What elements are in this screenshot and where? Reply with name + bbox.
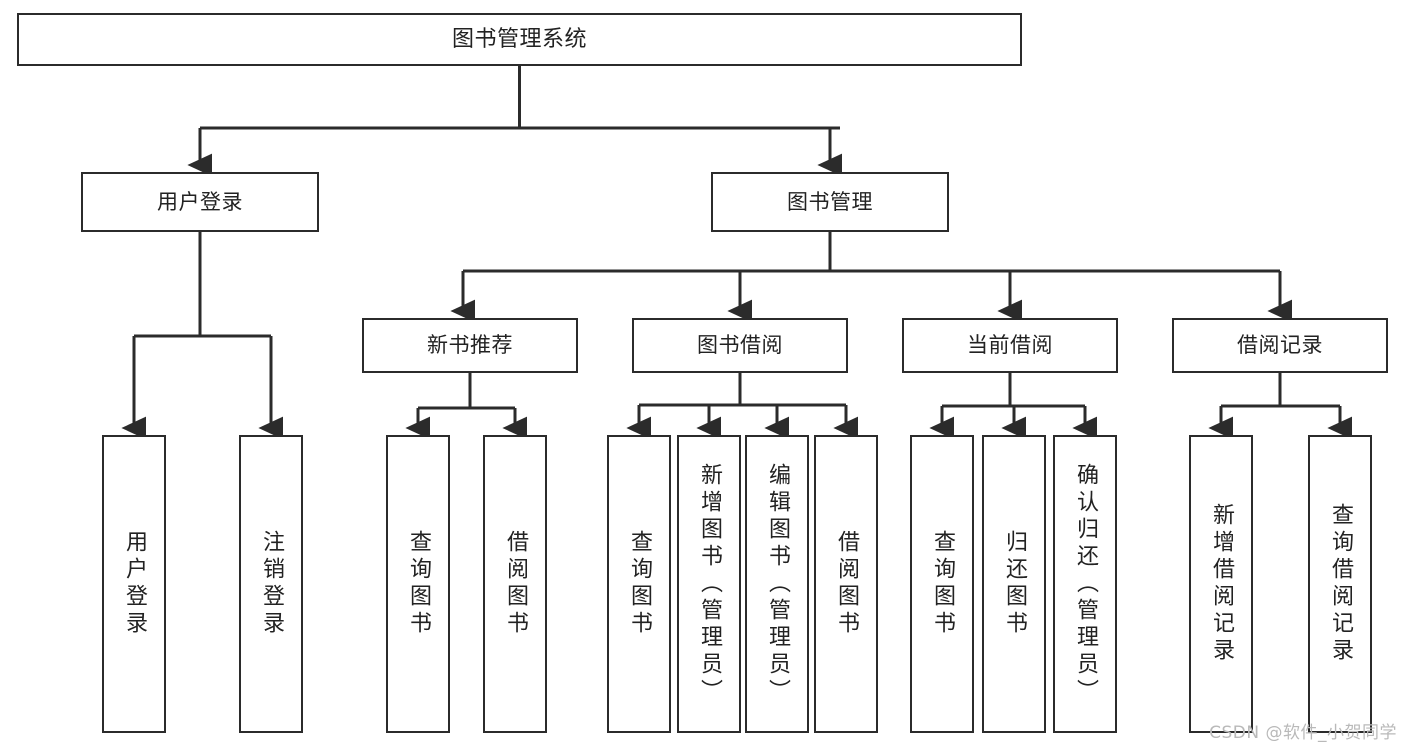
node-book-borrow[interactable]: 图书借阅 <box>632 318 848 373</box>
node-book-borrow-label: 图书借阅 <box>697 333 783 358</box>
node-leaf-query-book-3-label: 查询图书 <box>930 530 955 638</box>
node-leaf-query-record[interactable]: 查询借阅记录 <box>1308 435 1372 733</box>
node-leaf-add-book-label: 新增图书（管理员） <box>697 462 722 706</box>
node-leaf-borrow-book-1-label: 借阅图书 <box>503 530 528 638</box>
watermark-text: CSDN @软件_小贺同学 <box>1209 723 1397 743</box>
node-leaf-query-book-1[interactable]: 查询图书 <box>386 435 450 733</box>
node-leaf-borrow-book-2[interactable]: 借阅图书 <box>814 435 878 733</box>
node-leaf-user-login-label: 用户登录 <box>122 530 147 638</box>
node-leaf-edit-book-label: 编辑图书（管理员） <box>765 462 790 706</box>
node-leaf-edit-book[interactable]: 编辑图书（管理员） <box>745 435 809 733</box>
node-user-login[interactable]: 用户登录 <box>81 172 319 232</box>
node-borrow-record-label: 借阅记录 <box>1237 333 1323 358</box>
node-leaf-add-book[interactable]: 新增图书（管理员） <box>677 435 741 733</box>
node-leaf-borrow-book-2-label: 借阅图书 <box>834 530 859 638</box>
node-leaf-query-book-2-label: 查询图书 <box>627 530 652 638</box>
node-leaf-query-book-2[interactable]: 查询图书 <box>607 435 671 733</box>
node-current-borrow-label: 当前借阅 <box>967 333 1053 358</box>
node-leaf-logout-label: 注销登录 <box>259 530 284 638</box>
node-leaf-return-book[interactable]: 归还图书 <box>982 435 1046 733</box>
node-book-manage-label: 图书管理 <box>787 189 873 214</box>
node-new-book-recommend[interactable]: 新书推荐 <box>362 318 578 373</box>
node-new-book-recommend-label: 新书推荐 <box>427 333 513 358</box>
node-leaf-add-record[interactable]: 新增借阅记录 <box>1189 435 1253 733</box>
node-current-borrow[interactable]: 当前借阅 <box>902 318 1118 373</box>
node-user-login-label: 用户登录 <box>157 189 243 214</box>
node-leaf-user-login[interactable]: 用户登录 <box>102 435 166 733</box>
node-book-manage[interactable]: 图书管理 <box>711 172 949 232</box>
node-leaf-borrow-book-1[interactable]: 借阅图书 <box>483 435 547 733</box>
node-leaf-query-record-label: 查询借阅记录 <box>1328 503 1353 665</box>
node-root[interactable]: 图书管理系统 <box>17 13 1022 66</box>
node-leaf-confirm-return-label: 确认归还（管理员） <box>1073 462 1098 706</box>
node-leaf-logout[interactable]: 注销登录 <box>239 435 303 733</box>
node-leaf-return-book-label: 归还图书 <box>1002 530 1027 638</box>
node-root-label: 图书管理系统 <box>451 26 587 52</box>
node-borrow-record[interactable]: 借阅记录 <box>1172 318 1388 373</box>
node-leaf-add-record-label: 新增借阅记录 <box>1209 503 1234 665</box>
node-leaf-query-book-3[interactable]: 查询图书 <box>910 435 974 733</box>
node-leaf-query-book-1-label: 查询图书 <box>406 530 431 638</box>
node-leaf-confirm-return[interactable]: 确认归还（管理员） <box>1053 435 1117 733</box>
